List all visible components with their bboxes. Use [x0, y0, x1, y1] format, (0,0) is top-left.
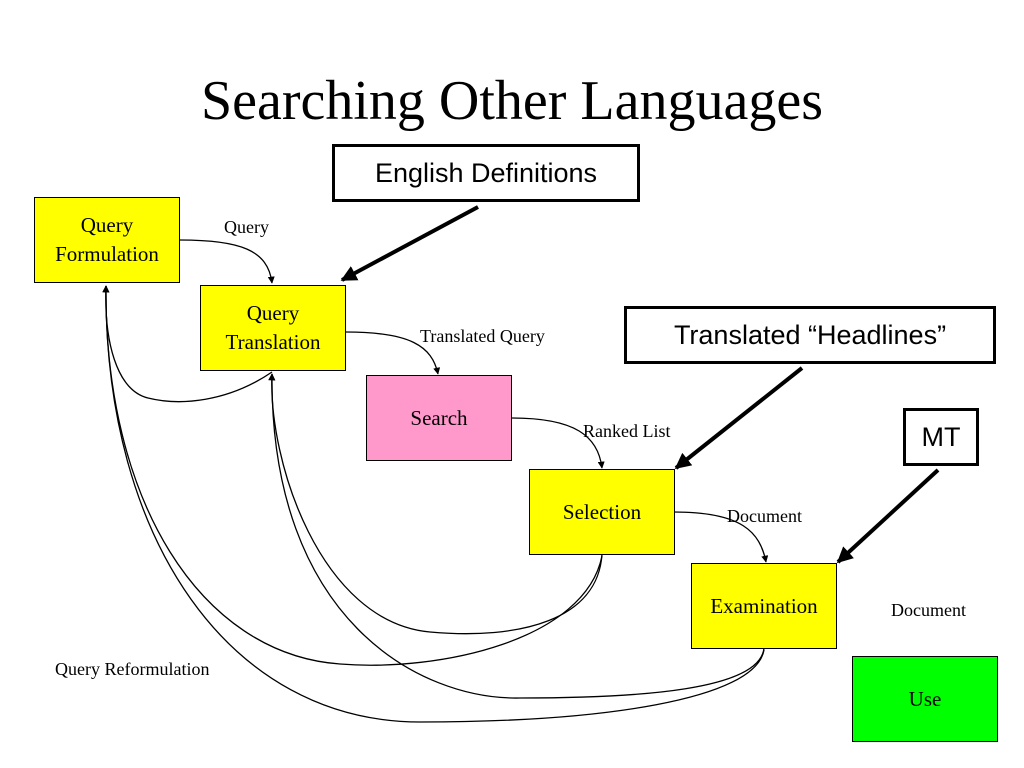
edge-label-document: Document	[727, 506, 802, 526]
node-search: Search	[366, 375, 512, 461]
arrow-translation-to-search	[345, 331, 441, 375]
arrow-search-to-selection	[511, 417, 605, 469]
callout-mt: MT	[903, 408, 979, 466]
edge-label-ranked-list: Ranked List	[583, 421, 671, 441]
arrow-selection-to-examination	[673, 511, 769, 563]
callout-arrow-translated-headlines	[674, 366, 804, 470]
callout-arrow-mt	[836, 468, 940, 564]
edge-label-query: Query	[224, 217, 269, 237]
arrow-formulation-to-translation	[179, 239, 275, 284]
feedback-examination-to-translation	[268, 373, 765, 699]
edge-label-query-reformulation: Query Reformulation	[55, 659, 210, 679]
callout-arrow-english-definitions	[340, 205, 479, 282]
edge-label-document-use: Document	[891, 600, 966, 620]
node-selection: Selection	[529, 469, 675, 555]
feedback-translation-to-formulation	[102, 285, 273, 403]
node-examination: Examination	[691, 563, 837, 649]
feedback-selection-to-formulation	[102, 285, 603, 666]
node-query-formulation: Query Formulation	[34, 197, 180, 283]
callout-english-definitions: English Definitions	[332, 144, 640, 202]
callout-translated-headlines: Translated “Headlines”	[624, 306, 996, 364]
node-query-translation: Query Translation	[200, 285, 346, 371]
feedback-selection-to-translation	[268, 373, 603, 635]
node-use: Use	[852, 656, 998, 742]
edge-label-translated-query: Translated Query	[420, 326, 545, 346]
feedback-examination-to-formulation	[102, 285, 765, 723]
page-title: Searching Other Languages	[201, 70, 823, 132]
